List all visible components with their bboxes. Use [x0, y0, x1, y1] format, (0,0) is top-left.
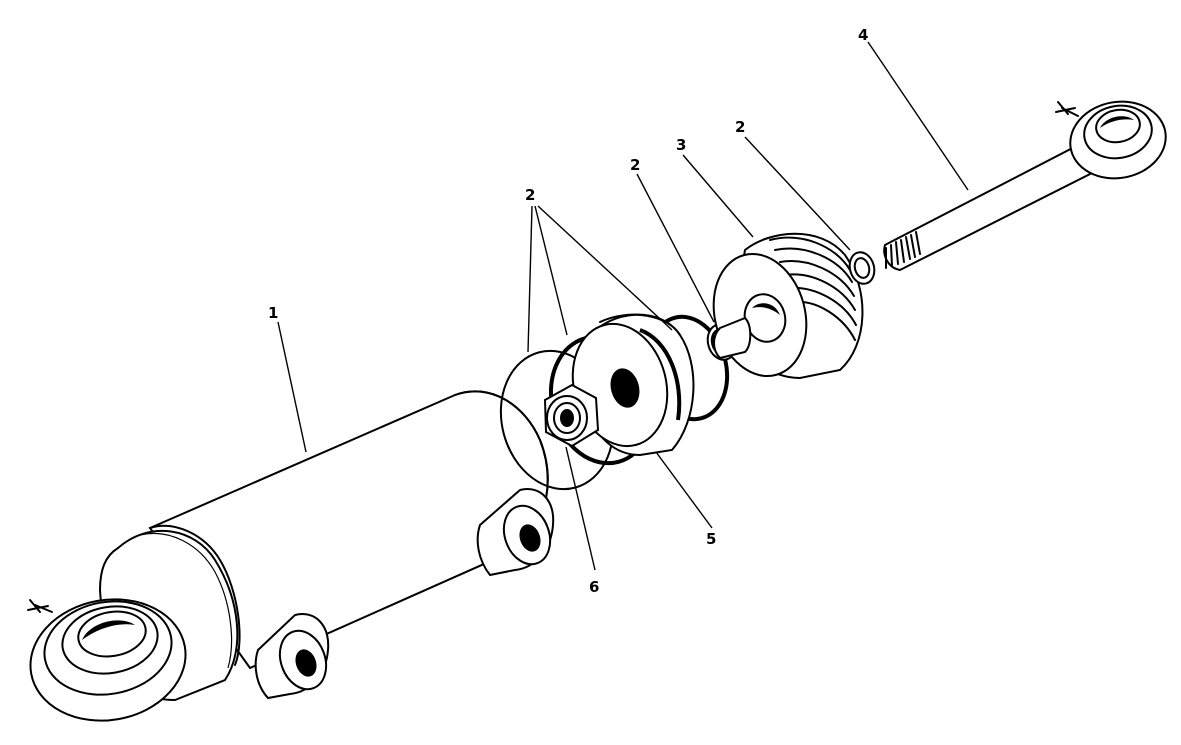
callout-2-head-ring: 2 — [735, 118, 745, 136]
callout-4: 4 — [858, 26, 868, 44]
callout-2-group: 2 — [525, 186, 535, 204]
callout-5: 5 — [706, 530, 716, 548]
callout-1: 1 — [268, 304, 278, 322]
piston-rod — [883, 100, 1167, 272]
callout-6: 6 — [589, 578, 599, 596]
callout-labels: 1 2 2 2 3 4 5 6 — [268, 26, 868, 596]
callout-2-rod-ring: 2 — [630, 156, 640, 174]
o-ring-rod-seal — [848, 251, 876, 285]
piston-nut — [543, 383, 600, 448]
callout-3: 3 — [676, 136, 686, 154]
cylinder-rod-end-eye — [27, 598, 187, 722]
leader-lines — [277, 41, 969, 571]
cylinder-body — [98, 390, 555, 702]
cylinder-head — [712, 232, 864, 380]
